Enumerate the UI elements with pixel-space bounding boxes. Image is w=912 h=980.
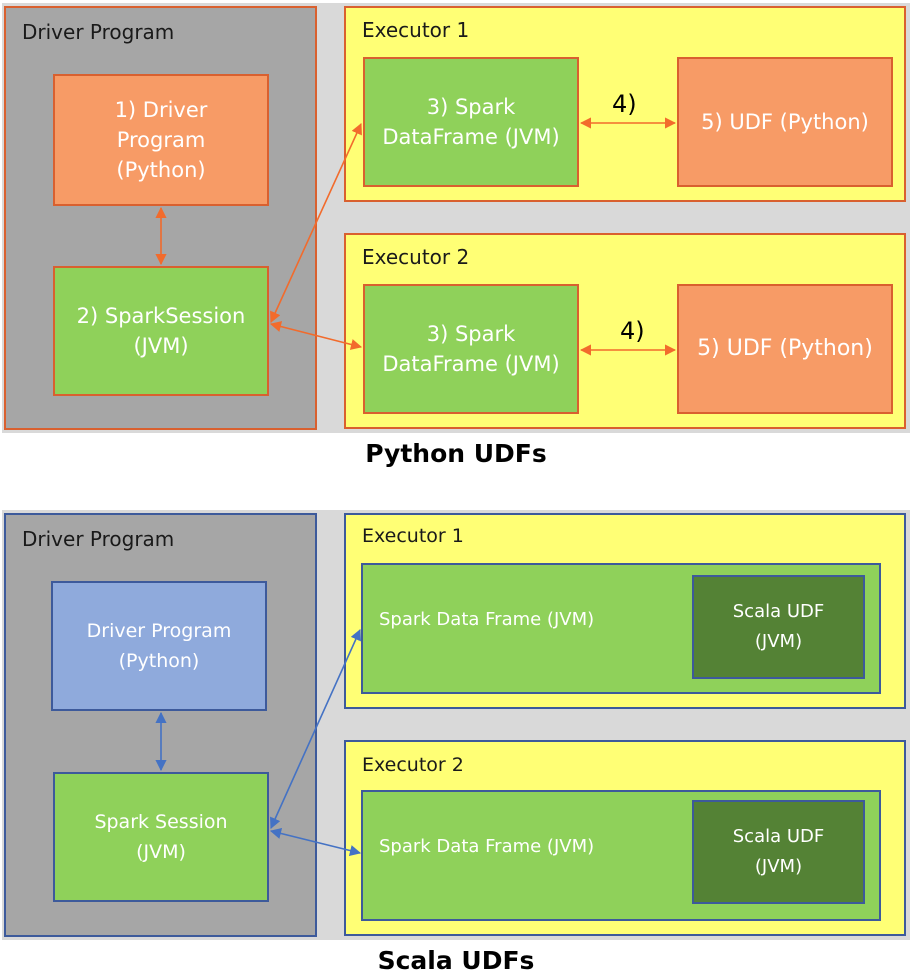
python-exec2-dataframe-line-1: 3) Spark <box>426 322 516 346</box>
python-exec2-udf-label: 5) UDF (Python) <box>697 336 873 361</box>
scala-spark-session-box: Spark Session (JVM) <box>53 772 269 902</box>
python-executor-1-dataframe-box: 3) Spark DataFrame (JVM) <box>363 57 579 187</box>
scala-exec2-udf-line-1: Scala UDF <box>732 826 825 847</box>
scala-session-box-line-1: Spark Session <box>94 811 228 833</box>
scala-session-box-line-2: (JVM) <box>136 841 186 863</box>
python-session-box-line-1: 2) SparkSession <box>76 304 246 328</box>
scala-driver-box-line-1: Driver Program <box>86 620 232 642</box>
python-spark-session-box: 2) SparkSession (JVM) <box>53 266 269 396</box>
python-executor-1-step-4-label: 4) <box>612 90 637 118</box>
scala-session-executor-2-arrow <box>269 827 362 857</box>
python-driver-box-line-2: Program <box>116 128 206 152</box>
python-executor-2-step-4-label: 4) <box>620 317 645 345</box>
python-driver-panel-label: Driver Program <box>22 20 175 44</box>
scala-session-executor-1-arrow <box>270 628 361 830</box>
python-executor-1-label: Executor 1 <box>362 18 470 42</box>
python-exec1-dataframe-line-1: 3) Spark <box>426 95 516 119</box>
scala-executor-1-udf-box: Scala UDF (JVM) <box>692 575 865 679</box>
python-executor-2-label: Executor 2 <box>362 245 470 269</box>
python-driver-box-line-3: (Python) <box>116 158 206 182</box>
scala-exec1-udf-line-1: Scala UDF <box>732 601 825 622</box>
python-session-executor-2-arrow <box>269 321 363 350</box>
scala-udfs-caption: Scala UDFs <box>377 946 535 975</box>
scala-exec2-dataframe-label: Spark Data Frame (JVM) <box>379 836 595 857</box>
python-udfs-caption: Python UDFs <box>365 439 547 468</box>
python-driver-program-box: 1) Driver Program (Python) <box>53 74 269 206</box>
scala-executor-2-label: Executor 2 <box>362 754 464 776</box>
python-exec2-dataframe-line-2: DataFrame (JVM) <box>382 352 560 376</box>
scala-exec2-udf-line-2: (JVM) <box>754 856 803 877</box>
python-exec1-dataframe-line-2: DataFrame (JVM) <box>382 125 560 149</box>
python-session-executor-1-arrow <box>270 122 362 324</box>
scala-exec1-udf-line-2: (JVM) <box>754 631 803 652</box>
scala-executor-2-udf-box: Scala UDF (JVM) <box>692 800 865 904</box>
python-session-box-line-2: (JVM) <box>133 334 189 358</box>
python-driver-box-line-1: 1) Driver <box>114 98 208 122</box>
scala-driver-box-line-2: (Python) <box>118 650 200 672</box>
scala-driver-program-box: Driver Program (Python) <box>51 581 267 711</box>
python-executor-2-udf-box: 5) UDF (Python) <box>677 284 893 414</box>
python-executor-1-udf-box: 5) UDF (Python) <box>677 57 893 187</box>
python-executor-2-dataframe-box: 3) Spark DataFrame (JVM) <box>363 284 579 414</box>
scala-exec1-dataframe-label: Spark Data Frame (JVM) <box>379 609 595 630</box>
scala-executor-1-label: Executor 1 <box>362 525 464 547</box>
scala-driver-panel-label: Driver Program <box>22 527 175 551</box>
python-exec1-udf-label: 5) UDF (Python) <box>701 110 869 134</box>
